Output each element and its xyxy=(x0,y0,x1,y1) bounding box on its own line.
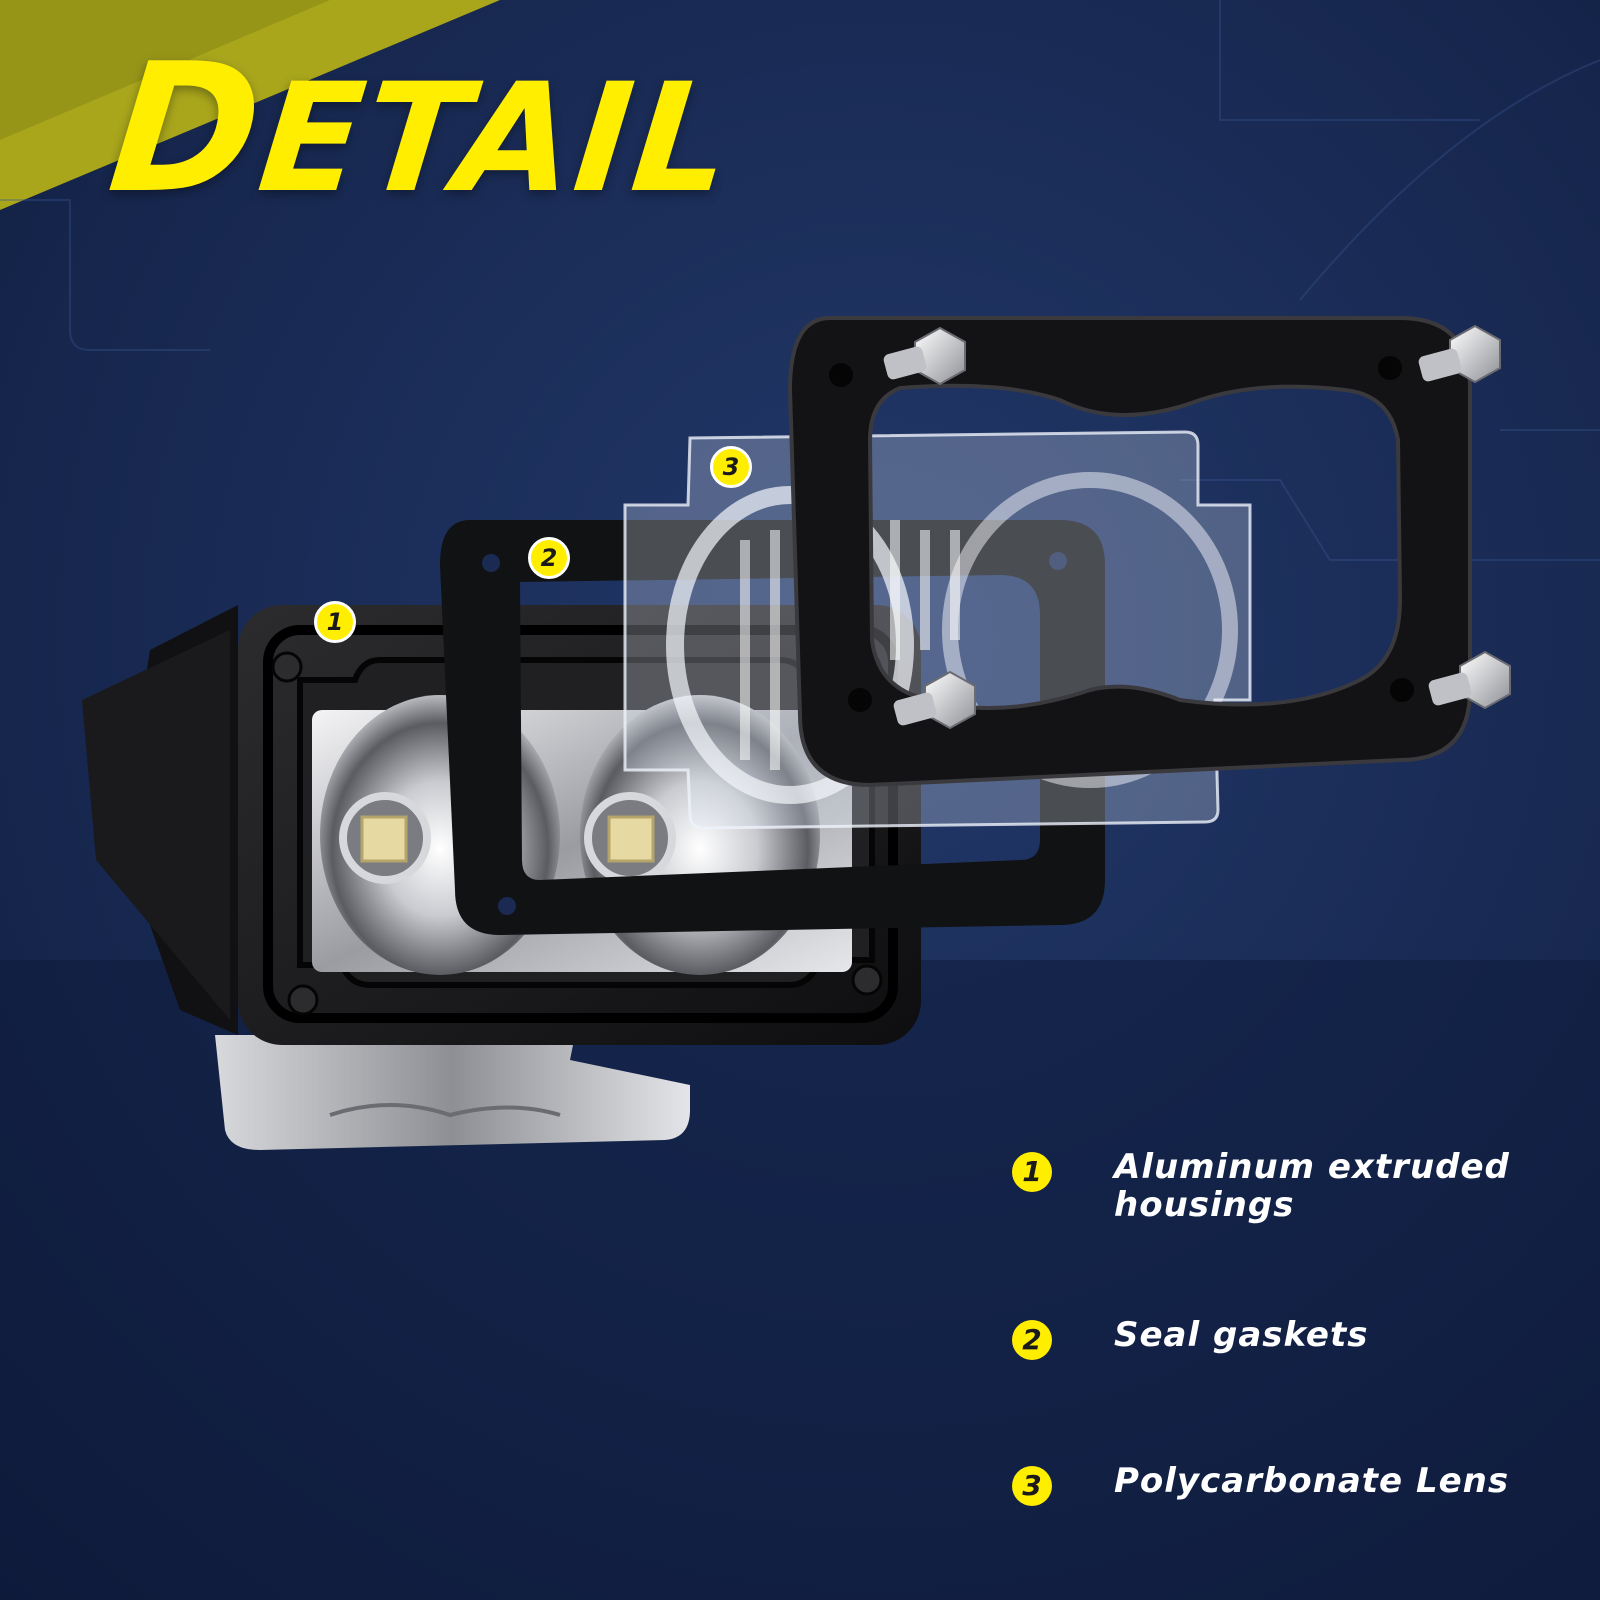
bracket-fold xyxy=(329,1103,561,1118)
led-chip-left xyxy=(360,815,408,863)
legend-item-gasket: 2 Seal gaskets xyxy=(1012,1316,1572,1360)
title-rest: ETAIL xyxy=(251,52,741,226)
legend-number: 3 xyxy=(1012,1466,1052,1506)
mounting-bracket xyxy=(215,1035,690,1150)
corner-accent-inner xyxy=(0,0,330,140)
callout-badge-housing: 1 xyxy=(314,601,356,643)
legend-item-lens: 3 Polycarbonate Lens xyxy=(1012,1462,1572,1506)
bolts xyxy=(883,324,1511,730)
callout-badge-gasket: 2 xyxy=(528,537,570,579)
led-chip-right xyxy=(607,815,655,863)
housing-back xyxy=(82,630,230,1020)
page-title: DETAIL xyxy=(101,25,742,232)
legend-number: 1 xyxy=(1012,1152,1052,1192)
housing-groove-outer xyxy=(263,625,898,1023)
legend-label: Aluminum extruded housings xyxy=(1114,1147,1510,1225)
callout-badge-lens: 3 xyxy=(710,446,752,488)
legend-number: 2 xyxy=(1012,1320,1052,1360)
seal-gasket xyxy=(440,520,1105,935)
title-first-letter: D xyxy=(101,25,273,232)
legend-label: Seal gaskets xyxy=(1114,1315,1369,1355)
lens-ribs xyxy=(740,520,960,770)
legend-label: Polycarbonate Lens xyxy=(1114,1461,1510,1501)
legend-item-housing: 1 Aluminum extruded housings xyxy=(1012,1148,1572,1224)
